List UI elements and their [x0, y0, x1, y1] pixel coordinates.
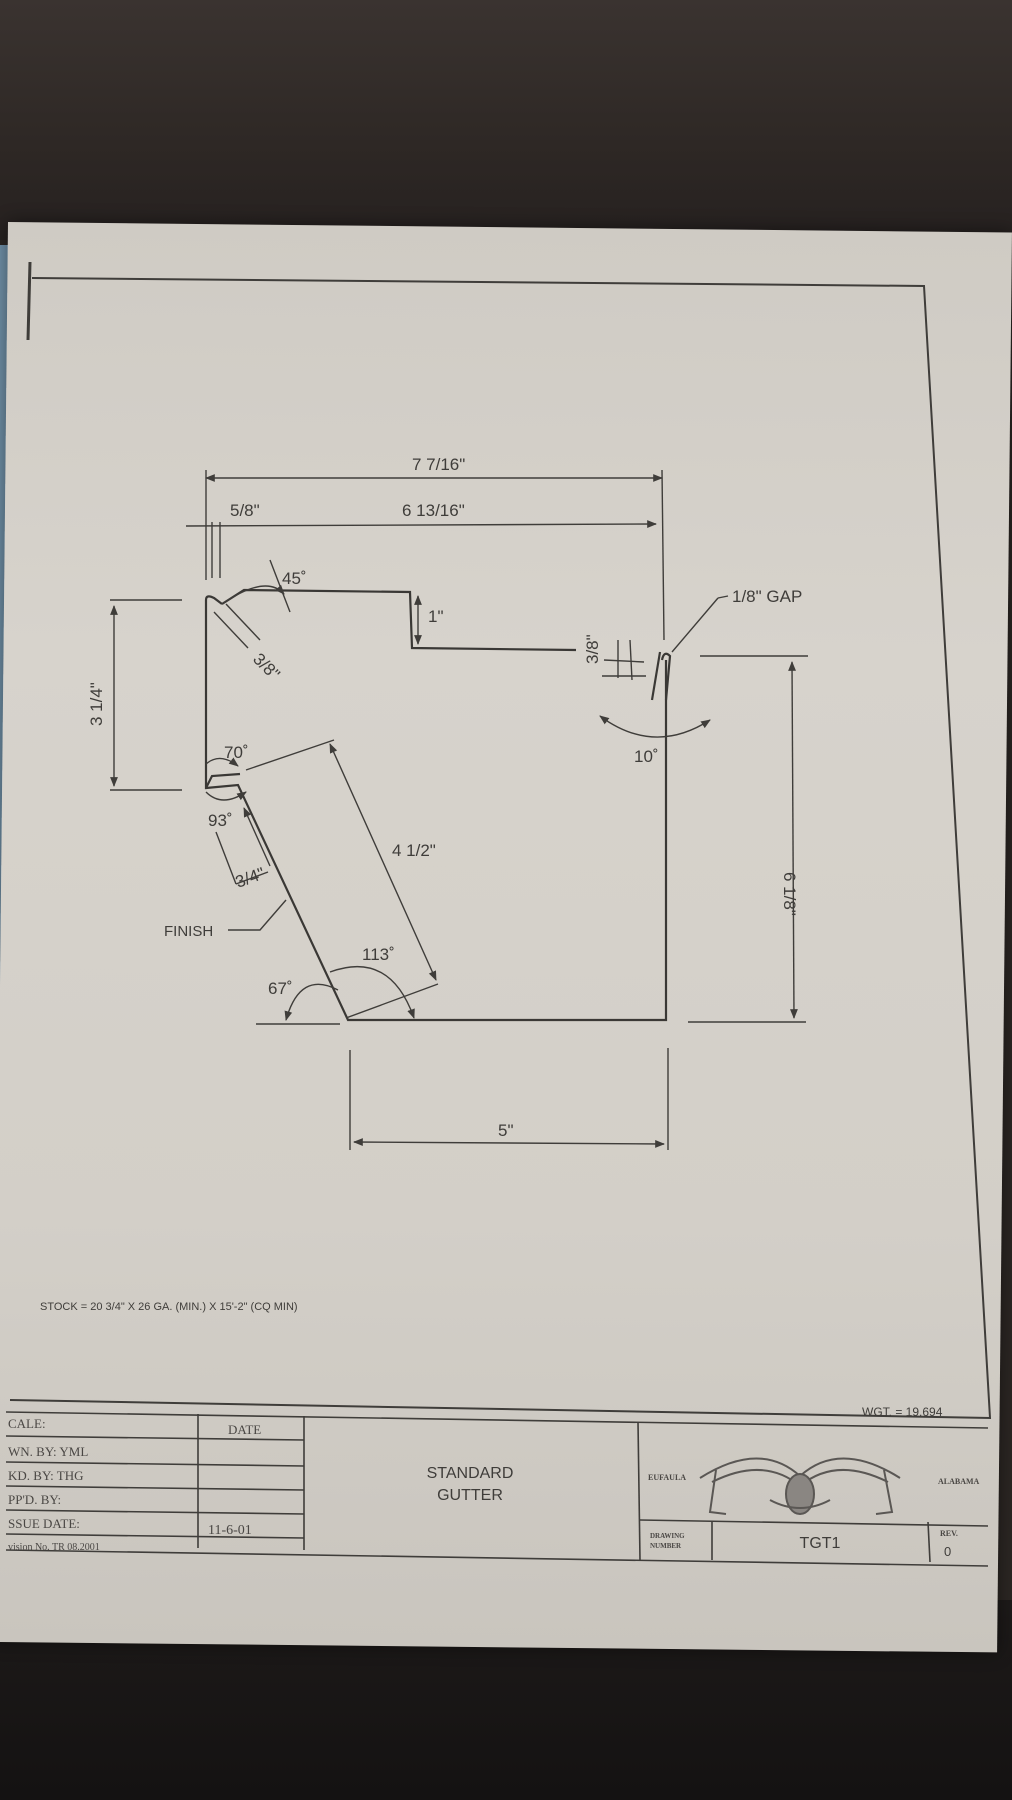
title-block-text: CALE: DATE WN. BY: YML KD. BY: THG PP'D.…	[8, 1416, 980, 1559]
approved-by: PP'D. BY:	[8, 1492, 61, 1507]
dim-top-drop: 1"	[428, 607, 444, 626]
dim-slope-length: 4 1/2"	[392, 841, 436, 860]
dim-hem-depth: 3/8"	[249, 649, 283, 683]
company-right: ALABAMA	[938, 1477, 980, 1486]
finish-label: FINISH	[164, 923, 213, 940]
title-block	[5, 1411, 989, 1567]
dimension-lines	[110, 469, 808, 1150]
drawing-number: TGT1	[800, 1535, 841, 1552]
company-left: EUFAULA	[648, 1473, 686, 1482]
dim-angle-70: 70˚	[224, 743, 249, 762]
dim-bottom-width: 5"	[498, 1121, 514, 1140]
drawing-title-line2: GUTTER	[437, 1487, 503, 1504]
eagle-logo-icon	[699, 1457, 901, 1515]
desk-background-top	[0, 0, 1012, 240]
dim-hem-angle: 45˚	[282, 569, 307, 588]
stock-note: STOCK = 20 3/4" X 26 GA. (MIN.) X 15'-2"…	[40, 1301, 298, 1313]
dim-angle-113: 113˚	[362, 945, 395, 964]
dim-small-flange: 3/4"	[233, 864, 267, 892]
checked-by: KD. BY: THG	[8, 1468, 84, 1483]
date-header: DATE	[228, 1422, 261, 1437]
dim-back-width: 6 13/16"	[402, 501, 465, 520]
dim-front-height: 3 1/4"	[87, 682, 106, 726]
dim-back-height: 6 1/8"	[780, 872, 799, 916]
issue-date-value: 11-6-01	[208, 1523, 252, 1538]
dim-hem-width: 5/8"	[230, 501, 260, 520]
sheet-border	[9, 261, 992, 1420]
dim-back-angle: 10˚	[634, 747, 659, 766]
revision-note: vision No. TR 08.2001	[8, 1542, 100, 1553]
dim-overall-width: 7 7/16"	[412, 455, 465, 474]
scale-label: CALE:	[8, 1416, 46, 1431]
weight-note: WGT. = 19.694	[862, 1405, 943, 1419]
dim-angle-93: 93˚	[208, 811, 233, 830]
issue-date-label: SSUE DATE:	[8, 1516, 80, 1531]
drawing-number-label-1: DRAWING	[650, 1532, 685, 1540]
drawing-number-label-2: NUMBER	[650, 1542, 682, 1550]
drawn-by: WN. BY: YML	[8, 1444, 88, 1459]
dimension-labels: 7 7/16" 5/8" 6 13/16" 45˚ 1" 1/8" GAP 3/…	[87, 455, 802, 1140]
dim-angle-67: 67˚	[268, 979, 293, 998]
gap-label: 1/8" GAP	[732, 587, 802, 606]
drawing-title-line1: STANDARD	[427, 1465, 514, 1482]
rev-value: 0	[944, 1544, 951, 1559]
dim-back-hem: 3/8"	[583, 634, 602, 664]
rev-label: REV.	[940, 1529, 958, 1538]
